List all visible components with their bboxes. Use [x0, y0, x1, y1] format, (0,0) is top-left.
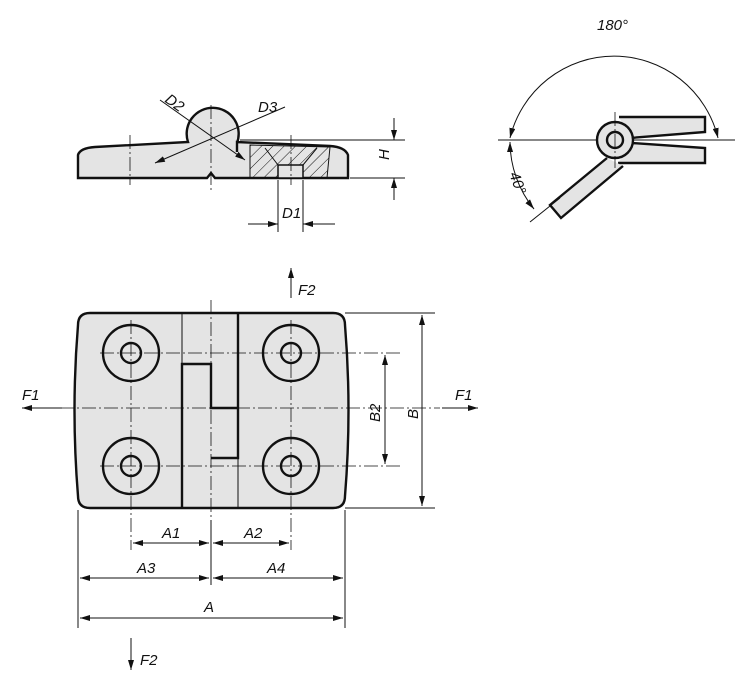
f1-left-label: F1	[22, 387, 40, 404]
b-label: B	[405, 409, 422, 419]
rotation-angle-view: 180° 40°	[498, 17, 735, 223]
front-view: B B2 A1 A2 A3 A4 A F1 F1 F2 F2	[22, 268, 478, 670]
a2-label: A2	[243, 525, 263, 542]
a3-label: A3	[136, 560, 156, 577]
a1-label: A1	[161, 525, 180, 542]
d1-label: D1	[282, 205, 301, 222]
a-label: A	[203, 599, 214, 616]
d2-label: D2	[162, 91, 188, 116]
f1-right-label: F1	[455, 387, 473, 404]
h-label: H	[376, 149, 393, 160]
d3-label: D3	[258, 99, 278, 116]
f2-top-label: F2	[298, 282, 316, 299]
b2-label: B2	[367, 403, 384, 422]
d3-dimension-line	[154, 106, 286, 164]
side-section-view: D2 D3 H D1	[76, 91, 405, 232]
a4-label: A4	[266, 560, 285, 577]
f2-bottom-label: F2	[140, 652, 158, 669]
d2-dimension-line	[159, 99, 246, 161]
angle-180-label: 180°	[597, 17, 628, 34]
angle-40-label: 40°	[505, 170, 529, 197]
